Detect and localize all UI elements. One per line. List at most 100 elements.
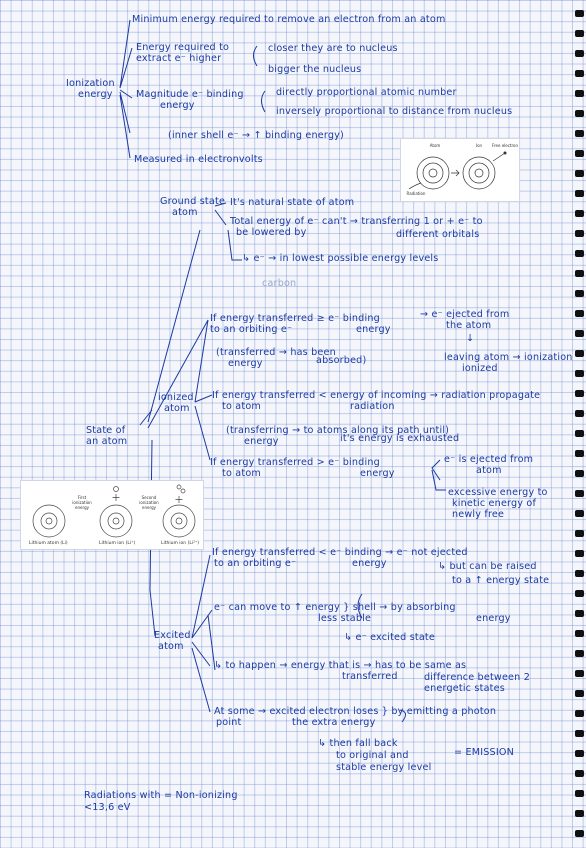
ionization-title-1: Ionization <box>66 78 115 89</box>
binding-hole <box>575 330 584 337</box>
binding-hole <box>575 10 584 17</box>
lithium-atom-caption: Lithium atom (Li) <box>29 541 68 546</box>
excited-case1-line1: If energy transferred < e⁻ binding → e⁻ … <box>212 547 468 558</box>
ejected-line2: the atom <box>446 320 492 331</box>
excessive-line3: newly free <box>452 509 505 520</box>
carbon-text: carbon <box>262 278 297 289</box>
ionized-title-2: atom <box>164 403 190 414</box>
move-line1: e⁻ can move to ↑ energy } shell → by abs… <box>214 602 456 613</box>
ejected-line1: → e⁻ ejected from <box>420 309 510 320</box>
binding-hole <box>575 70 584 77</box>
binding-hole <box>575 810 584 817</box>
closer-text: closer they are to nucleus <box>268 43 398 54</box>
ionized-case3-line3: energy <box>360 468 395 479</box>
spiral-binding <box>572 0 586 848</box>
binding-hole <box>575 490 584 497</box>
first-ionization-label: First ionization energy <box>72 495 92 510</box>
binding-hole <box>575 430 584 437</box>
binding-hole <box>575 170 584 177</box>
ground-branches <box>214 202 242 261</box>
lithium-figure: First ionization energy Second ionizatio… <box>20 480 204 550</box>
binding-hole <box>575 50 584 57</box>
binding-hole <box>575 190 584 197</box>
excessive-line2: kinetic energy of <box>452 498 537 509</box>
happen-line4: energetic states <box>424 683 505 694</box>
binding-hole <box>575 570 584 577</box>
binding-hole <box>575 350 584 357</box>
transferred-line1: (transferred → has been <box>216 347 336 358</box>
fall-line3: stable energy level <box>336 762 432 773</box>
excessive-line1: excessive energy to <box>448 487 548 498</box>
happen-line3: difference between 2 <box>424 672 530 683</box>
transferring-line1: (transferring → to atoms along its path … <box>226 425 450 436</box>
down-arrow: ↓ <box>466 333 475 344</box>
some-point-line1: At some → excited electron loses } by em… <box>214 706 497 717</box>
ionized-arrow <box>431 469 446 491</box>
binding-hole <box>575 150 584 157</box>
excited-state-text: ↳ e⁻ excited state <box>344 632 435 643</box>
excited-sub-stem <box>207 614 216 671</box>
binding-hole <box>575 470 584 477</box>
measured-text: Measured in electronvolts <box>134 154 263 165</box>
ionized-case3-line1: If energy transferred > e⁻ binding <box>210 457 380 468</box>
fall-line1: ↳ then fall back <box>318 738 398 749</box>
excited-case1-line3: energy <box>352 558 387 569</box>
c3-ejected-line1: e⁻ is ejected from <box>444 454 534 465</box>
binding-hole <box>575 650 584 657</box>
total-energy-line-3: different orbitals <box>396 229 480 240</box>
ground-title-1: Ground state <box>160 196 226 207</box>
ionized-case2-line3: radiation <box>350 401 395 412</box>
some-point-line2: point <box>216 717 242 728</box>
transferring-line3: it's energy is exhausted <box>340 433 460 444</box>
binding-hole <box>575 130 584 137</box>
direct-text: directly proportional atomic number <box>276 87 457 98</box>
binding-hole <box>575 510 584 517</box>
binding-hole <box>575 750 584 757</box>
happen-line2: transferred <box>342 671 398 682</box>
excited-bracket <box>357 593 363 619</box>
transferred-line3: absorbed) <box>316 355 367 366</box>
binding-hole <box>575 530 584 537</box>
binding-hole <box>575 710 584 717</box>
total-energy-line-2: be lowered by <box>236 227 307 238</box>
emit-bracket <box>399 709 406 723</box>
move-line2: less stable <box>318 613 372 624</box>
ionized-bracket <box>431 459 441 481</box>
ionized-branches <box>194 319 213 461</box>
binding-hole <box>575 310 584 317</box>
ionized-case2-line2: to atom <box>222 401 261 412</box>
leaving-line2: ionized <box>462 363 498 374</box>
natural-state-text: It's natural state of atom <box>230 197 355 208</box>
state-stems <box>139 229 209 637</box>
second-ionization-label: Second ionization energy <box>139 495 159 510</box>
bracket-magnitude <box>261 90 266 113</box>
lowest-level-text: ↳ e⁻ → in lowest possible energy levels <box>242 253 439 264</box>
radiations-line1: Radiations with = Non-ionizing <box>84 790 238 801</box>
magnitude-line-1: Magnitude e⁻ binding <box>136 89 244 100</box>
binding-hole <box>575 550 584 557</box>
binding-hole <box>575 590 584 597</box>
lithium-ion-caption: Lithium ion (Li⁺) <box>99 541 136 546</box>
ionization-branches <box>119 19 133 159</box>
binding-hole <box>575 770 584 777</box>
raised-line1: ↳ but can be raised <box>438 561 537 572</box>
state-title-1: State of <box>86 425 126 436</box>
binding-hole <box>575 390 584 397</box>
c3-ejected-line2: atom <box>476 465 502 476</box>
some-point-line3: the extra energy <box>292 717 376 728</box>
ionized-title-1: ionized <box>158 392 194 403</box>
radiation-label: Radiation <box>406 191 426 196</box>
binding-hole <box>575 790 584 797</box>
bracket-extract <box>253 45 258 67</box>
lithium-ion2-caption: Lithium ion (Li²⁺) <box>161 541 200 546</box>
excited-title-2: atom <box>158 641 184 652</box>
leaving-line1: leaving atom → ionization <box>444 352 573 363</box>
ionized-case3-line2: to atom <box>222 468 261 479</box>
ionized-case1-line2: to an orbiting e⁻ <box>210 324 293 335</box>
binding-hole <box>575 90 584 97</box>
ground-title-2: atom <box>172 207 198 218</box>
inner-shell-text: (inner shell e⁻ → ↑ binding energy) <box>168 130 345 141</box>
binding-hole <box>575 730 584 737</box>
